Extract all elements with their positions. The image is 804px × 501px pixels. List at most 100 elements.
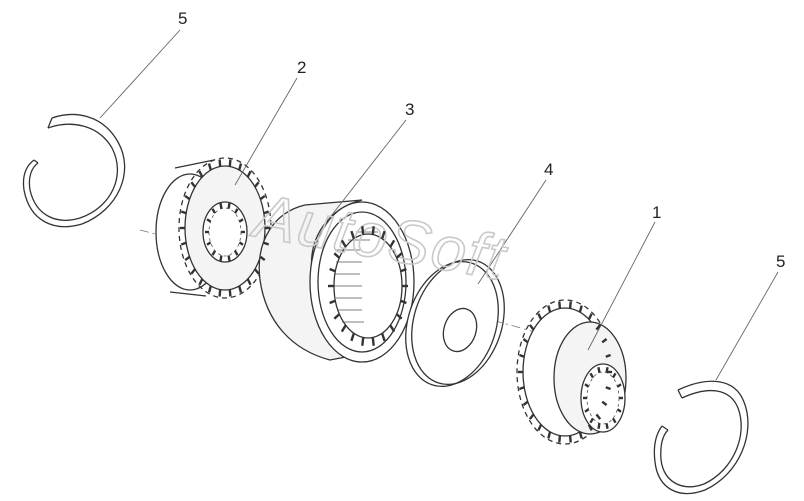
gear-2-inner-splines-tooth — [238, 218, 244, 223]
hub-1-outer-teeth-tooth — [605, 353, 612, 358]
callout-2: 2 — [297, 58, 306, 77]
hub-1-outer-teeth-tooth — [537, 313, 543, 320]
sleeve-3-needles — [328, 226, 408, 346]
hub-1-outer-teeth-tooth — [518, 353, 525, 358]
gear-2-outer-teeth-tooth — [253, 268, 260, 275]
sleeve-3-needles-tooth — [395, 313, 403, 320]
sleeve-3-needles-tooth — [389, 324, 396, 333]
spur-gear-part-2 — [155, 157, 272, 299]
retaining-ring-right — [653, 380, 749, 495]
gear-2-outer-teeth-tooth — [180, 241, 187, 246]
sleeve-3-needles-tooth — [340, 239, 347, 248]
hub-1-outer-teeth-tooth — [547, 305, 552, 313]
hub-1-outer-teeth-tooth — [528, 413, 535, 420]
gear-2-outer-teeth-tooth — [253, 181, 260, 188]
sleeve-3-needles-tooth — [371, 226, 375, 235]
hub-1-inner-splines-tooth — [589, 372, 595, 379]
splined-hub-part-1 — [516, 299, 627, 445]
callout-5-right: 5 — [776, 252, 785, 271]
hub-1-inner-splines-tooth — [611, 417, 617, 424]
sleeve-3-needles-tooth — [333, 252, 341, 259]
hub-1-outer-teeth-tooth — [558, 435, 562, 443]
hub-1-inner-splines-tooth — [589, 417, 595, 424]
hub-1-outer-teeth-tooth — [601, 400, 608, 406]
needle-bearing-sleeve-part-3 — [258, 199, 415, 363]
gear-2-inner-splines-tooth — [211, 250, 217, 256]
hub-1-inner-splines-tooth — [584, 408, 590, 413]
hub-1-outer-teeth-tooth — [595, 413, 602, 420]
hub-1-inner-splines-tooth — [616, 408, 622, 413]
callout-5-left: 5 — [178, 9, 187, 28]
sleeve-3-needles-tooth — [380, 332, 386, 342]
hub-1-inner-splines-tooth — [605, 367, 609, 373]
leader-line-2 — [234, 77, 298, 186]
gear-2-outer-teeth-tooth — [228, 289, 232, 297]
gear-2-outer-teeth-tooth — [198, 170, 204, 178]
sleeve-3-needles-tooth — [350, 230, 356, 240]
gear-2-inner-splines-tooth — [206, 241, 212, 246]
retaining-ring-left — [22, 113, 126, 228]
hub-1-outer-teeth — [518, 301, 612, 443]
hub-1-outer-teeth-tooth — [578, 431, 583, 439]
hub-1-inner-splines — [583, 367, 623, 429]
hub-1-outer-teeth-tooth — [568, 435, 572, 443]
gear-2-inner-splines-tooth — [233, 208, 239, 214]
sleeve-3-needles-tooth — [400, 299, 407, 305]
sleeve-3-needles-tooth — [380, 230, 386, 240]
hub-1-inner-splines-tooth — [616, 383, 622, 388]
leader-line-3 — [327, 119, 407, 221]
gear-2-outer-teeth-tooth — [263, 210, 270, 215]
sleeve-3-needles-tooth — [389, 239, 396, 248]
gear-2-inner-splines-tooth — [219, 202, 223, 209]
gear-2-outer-teeth-tooth — [218, 289, 222, 297]
gear-2-outer-teeth-tooth — [238, 285, 243, 293]
hub-1-outer-teeth-tooth — [518, 386, 525, 391]
hub-1-outer-teeth-tooth — [605, 386, 612, 391]
hub-1-outer-teeth-tooth — [568, 301, 572, 309]
gear-2-outer-teeth-tooth — [246, 170, 252, 178]
sleeve-3-needles-tooth — [350, 332, 356, 342]
hub-1-outer-teeth-tooth — [537, 424, 543, 431]
hub-1-outer-teeth-tooth — [547, 431, 552, 439]
gear-2-outer-teeth-tooth — [184, 194, 191, 201]
gear-2-outer-teeth-tooth — [246, 278, 252, 286]
thrust-washer-part-4 — [405, 258, 505, 388]
hub-1-inner-splines-tooth — [611, 372, 617, 379]
gear-2-outer-teeth-tooth — [207, 163, 212, 171]
hub-1-outer-teeth-tooth — [578, 305, 583, 313]
gear-2-inner-splines — [205, 202, 245, 262]
sleeve-3-needles-tooth — [329, 267, 336, 273]
gear-2-outer-teeth-tooth — [180, 210, 187, 215]
hub-1-outer-teeth-tooth — [595, 324, 602, 331]
gear-2-inner-splines-tooth — [227, 255, 231, 262]
callout-1: 1 — [652, 203, 661, 222]
hub-1-inner-splines-tooth — [597, 367, 601, 373]
hub-1-inner-splines-tooth — [597, 423, 601, 429]
gear-2-outer-teeth-tooth — [238, 163, 243, 171]
gear-2-outer-teeth-tooth — [207, 285, 212, 293]
gear-2-inner-splines-tooth — [219, 255, 223, 262]
leader-line-1 — [587, 221, 656, 351]
sleeve-3-needles-tooth — [400, 267, 407, 273]
leader-line-5-left — [99, 29, 181, 119]
gear-2-inner-splines-tooth — [206, 218, 212, 223]
gear-2-outer-teeth-tooth — [218, 159, 222, 167]
gear-2-outer-teeth-tooth — [184, 255, 191, 262]
leader-line-4 — [477, 179, 547, 285]
gear-2-inner-splines-tooth — [238, 241, 244, 246]
gear-2-outer-teeth-tooth — [263, 241, 270, 246]
gear-2-inner-splines-tooth — [211, 208, 217, 214]
hub-1-outer-teeth-tooth — [522, 400, 529, 406]
gear-2-outer-teeth — [180, 159, 270, 297]
sleeve-3-needles-tooth — [329, 299, 336, 305]
leader-line-5-right — [715, 271, 779, 381]
callout-4: 4 — [544, 160, 553, 179]
gear-2-outer-teeth-tooth — [190, 181, 197, 188]
gear-2-outer-teeth-tooth — [259, 194, 266, 201]
hub-1-inner-splines-tooth — [605, 423, 609, 429]
sleeve-3-needles-tooth — [333, 313, 341, 320]
gear-2-outer-teeth-tooth — [259, 255, 266, 262]
gear-2-inner-splines-tooth — [233, 250, 239, 256]
sleeve-3-needles-tooth — [361, 337, 365, 346]
